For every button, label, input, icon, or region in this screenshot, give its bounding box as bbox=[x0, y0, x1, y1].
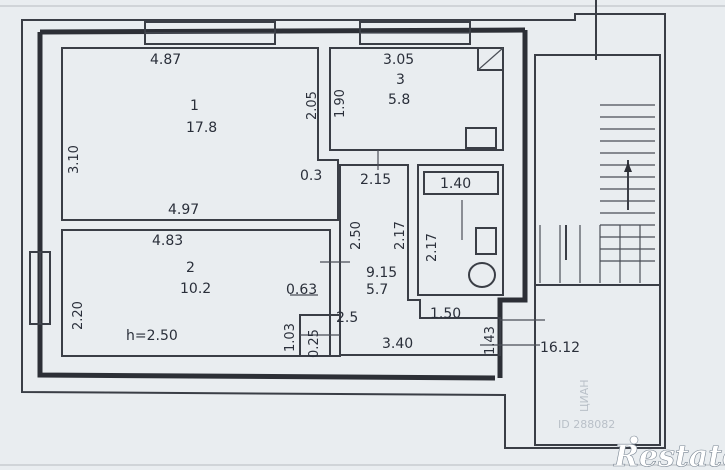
bathroom-outline bbox=[417, 164, 504, 296]
dim-room1-depth: 3.10 bbox=[67, 145, 82, 174]
dim-corridor-depth: 1.43 bbox=[483, 326, 498, 355]
stair-steps bbox=[539, 104, 655, 283]
dim-hall-corner-a: 0.3 bbox=[300, 168, 322, 184]
dim-bath-bottom: 1.50 bbox=[430, 306, 461, 322]
watermark-line1: ЦИАН bbox=[578, 379, 591, 412]
paper-lines bbox=[0, 5, 725, 466]
dim-room2-depth: 2.20 bbox=[71, 301, 86, 330]
hall-area-line-b: 5.7 bbox=[366, 282, 388, 298]
kitchen-vent bbox=[477, 47, 504, 71]
dim-nook-small: 0.25 bbox=[307, 329, 322, 358]
dim-hall-depth: 2.50 bbox=[349, 221, 364, 250]
brand-logo: Restate bbox=[613, 435, 725, 470]
room-1-area: 17.8 bbox=[186, 120, 217, 136]
room-1-number: 1 bbox=[190, 98, 199, 114]
dim-bath-depth-b: 2.17 bbox=[425, 233, 440, 262]
stairwell bbox=[534, 54, 661, 446]
dim-top-left-width: 4.87 bbox=[150, 52, 181, 68]
toilet bbox=[468, 262, 496, 288]
left-window bbox=[29, 251, 51, 325]
dim-kitchen-width: 3.05 bbox=[383, 52, 414, 68]
washbasin bbox=[475, 227, 497, 255]
room-2-area: 10.2 bbox=[180, 281, 211, 297]
dim-room2-top-width: 4.83 bbox=[152, 233, 183, 249]
dim-hall-width-a: 2.15 bbox=[360, 172, 391, 188]
dim-nook-small-b: 2.5 bbox=[336, 310, 358, 326]
hall-area-line-a: 9.15 bbox=[366, 265, 397, 281]
dim-nook-width: 0.63 bbox=[286, 282, 317, 298]
top-windows bbox=[144, 21, 471, 45]
logo-dot-icon bbox=[629, 435, 639, 445]
stair-label: 16.12 bbox=[540, 340, 580, 356]
room-2-number: 2 bbox=[186, 260, 195, 276]
room-3-number: 3 bbox=[396, 72, 405, 88]
room-3-outline bbox=[329, 47, 504, 151]
dim-kitchen-depth-b: 1.90 bbox=[333, 89, 348, 118]
room-3-area: 5.8 bbox=[388, 92, 410, 108]
stair-arrow-head bbox=[624, 162, 632, 172]
ceiling-height: h=2.50 bbox=[126, 328, 178, 344]
nook-outline bbox=[299, 314, 341, 357]
dim-kitchen-depth-a: 2.05 bbox=[305, 91, 320, 120]
dim-bath-depth-a: 2.17 bbox=[393, 221, 408, 250]
dim-bath-width: 1.40 bbox=[440, 176, 471, 192]
bathtub bbox=[423, 171, 499, 195]
brand-logo-text: Restate bbox=[613, 439, 725, 470]
watermark-line2: ID 288082 bbox=[558, 418, 615, 431]
dim-nook-depth: 1.03 bbox=[283, 323, 298, 352]
dimension-ticks bbox=[290, 150, 545, 346]
kitchen-sink bbox=[465, 127, 497, 149]
hall-outline bbox=[339, 164, 501, 356]
dim-corridor-width: 3.40 bbox=[382, 336, 413, 352]
room-1-outline bbox=[61, 47, 339, 221]
outer-contour bbox=[21, 13, 666, 449]
dim-room1-bottom-width: 4.97 bbox=[168, 202, 199, 218]
